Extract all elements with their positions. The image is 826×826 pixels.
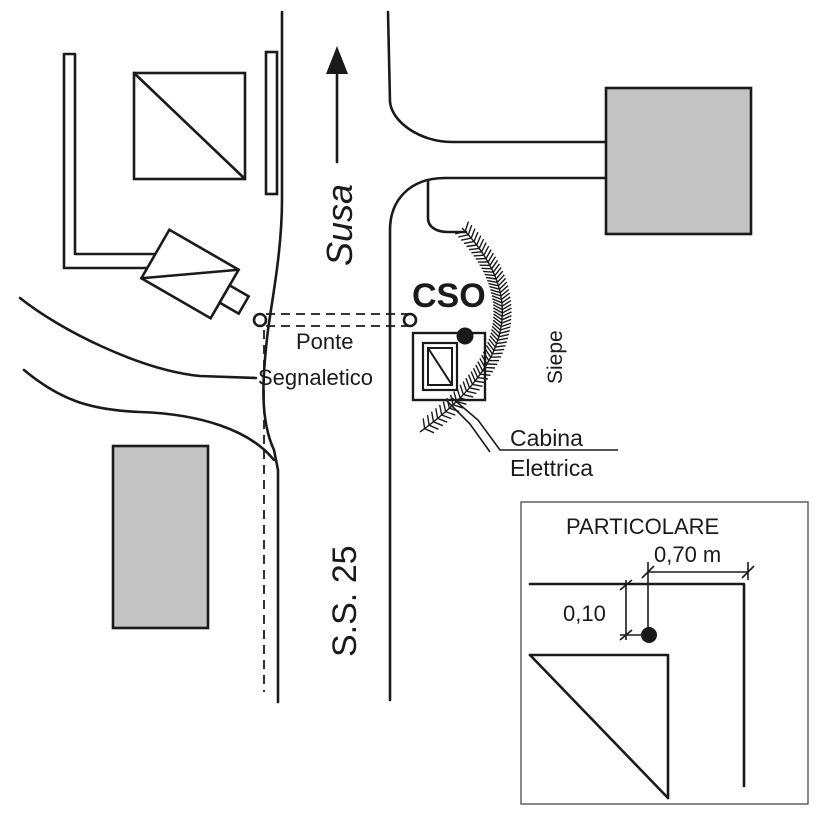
road-label-susa: Susa <box>319 184 360 266</box>
sign-bridge <box>252 312 418 692</box>
north-arrow-icon <box>326 46 348 164</box>
road-edge-east-lower <box>388 176 608 702</box>
road-edge-west <box>262 10 284 704</box>
road-label-ss25: S.S. 25 <box>326 545 364 657</box>
detail-marker-dot <box>641 627 657 643</box>
building-rotated <box>139 227 251 321</box>
building-southwest <box>111 444 210 630</box>
cabin-leader <box>445 397 618 453</box>
cabin-label-line2: Elettrica <box>510 455 593 481</box>
building-top-left <box>132 71 247 181</box>
road-edge-east-upper <box>386 10 608 144</box>
side-road-edge-north <box>18 296 258 380</box>
detail-dim-vertical: 0,10 <box>563 601 606 626</box>
building-narrow <box>264 50 279 196</box>
building-east <box>604 86 753 236</box>
cabin-label-line1: Cabina <box>510 425 583 451</box>
filled-dot-icon <box>456 327 474 345</box>
bridge-label-line1: Ponte <box>296 329 354 354</box>
detail-title: PARTICOLARE <box>566 514 719 539</box>
station-enclosure <box>411 331 487 402</box>
hedge-icon <box>419 221 512 434</box>
station-label: CSO <box>412 277 486 315</box>
detail-dim-horizontal: 0,70 m <box>654 542 721 567</box>
hedge-label: Siepe <box>544 330 567 384</box>
driveway <box>426 178 468 234</box>
detail-inset <box>520 501 809 805</box>
bridge-label-line2: Segnaletico <box>258 365 373 390</box>
side-road-edge-south <box>22 368 276 462</box>
